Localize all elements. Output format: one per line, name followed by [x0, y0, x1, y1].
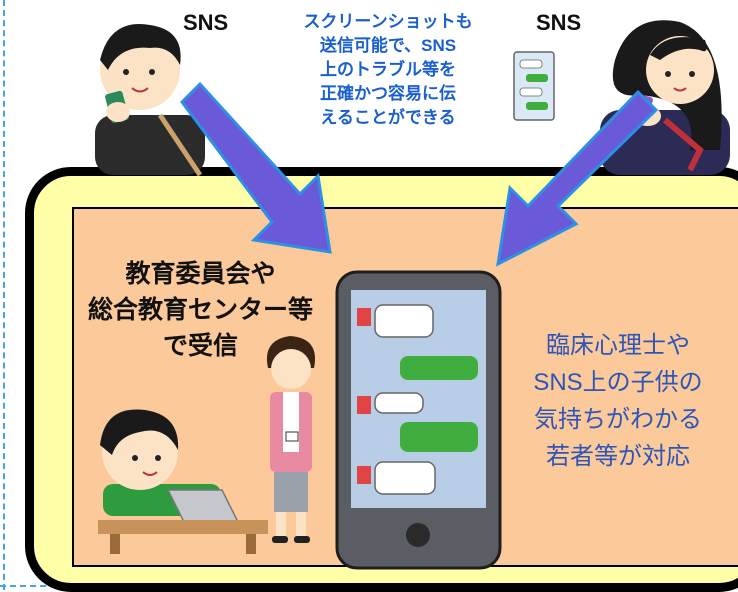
- arrow-left-to-center: [180, 81, 332, 254]
- responder-text-line: 気持ちがわかる: [534, 406, 702, 433]
- screenshot-note: スクリーンショットも 送信可能で、SNS 上のトラブル等を 正確かつ容易に伝 え…: [288, 10, 488, 130]
- girl-with-phone-icon: [600, 20, 730, 175]
- screenshot-note-line: 正確かつ容易に伝: [320, 84, 456, 103]
- screenshot-note-line: 送信可能で、SNS: [319, 36, 457, 55]
- screenshot-note-line: スクリーンショットも: [303, 12, 473, 31]
- sns-label-right: SNS: [536, 10, 582, 35]
- receiver-text-line: 教育委員会や: [125, 260, 276, 288]
- responder-text-line: 若者等が対応: [546, 443, 690, 470]
- sns-label-left: SNS: [183, 10, 229, 35]
- responder-text-line: 臨床心理士や: [546, 332, 690, 359]
- screenshot-note-line: えることができる: [320, 108, 456, 127]
- boy-with-phone-icon: [95, 24, 205, 177]
- receiver-text: 教育委員会や 総合教育センター等 で受信: [78, 256, 323, 364]
- smartphone-chat-icon: [335, 270, 502, 570]
- chat-screenshot-icon: [513, 51, 555, 121]
- left-dashed-border: [3, 0, 5, 590]
- counselor-woman-icon: [266, 336, 315, 543]
- screenshot-note-line: 上のトラブル等を: [320, 60, 456, 79]
- responder-text: 臨床心理士や SNS上の子供の 気持ちがわかる 若者等が対応: [508, 327, 728, 475]
- responder-text-line: SNS上の子供の: [533, 369, 703, 396]
- receiver-text-line: 総合教育センター等: [87, 296, 313, 324]
- receiver-text-line: で受信: [162, 332, 238, 360]
- arrow-right-to-center: [496, 89, 659, 267]
- boy-at-laptop-icon: [98, 409, 268, 554]
